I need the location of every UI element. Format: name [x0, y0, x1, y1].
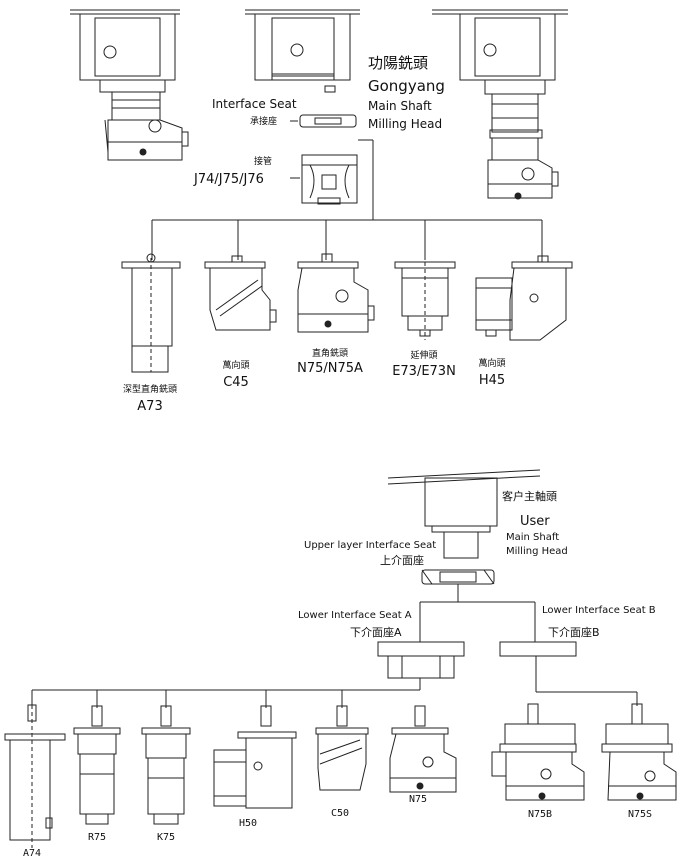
upper-seat-en-label: Upper layer Interface Seat [304, 540, 436, 551]
interface-seat-en-label: Interface Seat [212, 97, 297, 111]
adapter-icon [290, 154, 358, 205]
head-r75-label: R75 [88, 832, 106, 843]
head-n75-icon [389, 705, 457, 793]
lower-seat-b-en-label: Lower Interface Seat B [542, 605, 656, 616]
lower-seat-b-icon [499, 641, 577, 657]
gongyang-en-label: Gongyang [368, 77, 445, 95]
head-n75-n75a-cn-label: 直角銑頭 [312, 347, 348, 359]
user-milling-head-label: Milling Head [506, 546, 568, 557]
right-machine-head-icon [459, 13, 559, 200]
lower-seat-b-cn-label: 下介面座B [548, 625, 600, 639]
head-a74-label: A74 [23, 848, 41, 859]
head-c50-icon [315, 705, 369, 791]
head-n75b-label: N75B [528, 809, 552, 820]
user-en-label: User [520, 514, 550, 529]
head-n75b-icon [491, 703, 585, 801]
head-h45-model-label: H45 [479, 373, 505, 388]
user-main-shaft-icon [387, 469, 541, 559]
bottom-split-lines [419, 584, 536, 642]
head-n75s-label: N75S [628, 809, 652, 820]
lower-seat-a-icon [377, 641, 465, 679]
head-a73-model-label: A73 [137, 399, 162, 414]
gongyang-cn-label: 功陽銑頭 [368, 54, 428, 72]
head-h45-cn-label: 萬向頭 [478, 357, 505, 369]
head-n75-n75a-icon [297, 253, 375, 333]
head-h50-icon [213, 705, 297, 809]
head-h50-label: H50 [239, 818, 257, 829]
upper-seat-cn-label: 上介面座 [380, 553, 424, 567]
head-a73-cn-label: 深型直角銑頭 [123, 383, 177, 395]
upper-interface-seat-icon [421, 569, 495, 585]
adapter-models-label: J74/J75/J76 [193, 172, 264, 187]
head-e73-e73n-icon [394, 255, 456, 340]
gongyang-milling-head-label: Milling Head [368, 117, 442, 131]
top-rails [70, 9, 568, 15]
head-c45-cn-label: 萬向頭 [222, 359, 249, 371]
head-n75s-icon [601, 703, 677, 801]
lower-seat-a-en-label: Lower Interface Seat A [298, 610, 412, 621]
head-k75-label: K75 [157, 832, 175, 843]
center-machine-head-icon [254, 13, 351, 93]
top-connector-lines [151, 139, 543, 262]
bottom-connector-lines [31, 656, 638, 708]
head-h45-icon [475, 255, 573, 341]
adapter-cn-label: 接管 [254, 155, 272, 167]
head-e73-e73n-model-label: E73/E73N [392, 364, 456, 379]
head-c45-model-label: C45 [223, 375, 249, 390]
user-main-shaft-label: Main Shaft [506, 532, 559, 543]
head-a73-icon [121, 253, 181, 373]
gongyang-main-shaft-label: Main Shaft [368, 99, 432, 113]
head-c45-icon [204, 255, 277, 331]
head-n75-label: N75 [409, 794, 427, 805]
head-c50-label: C50 [331, 808, 349, 819]
lower-seat-a-cn-label: 下介面座A [350, 625, 402, 639]
left-machine-head-icon [79, 13, 189, 161]
head-k75-icon [141, 705, 191, 825]
user-cn-label: 客户主軸頭 [502, 489, 557, 503]
head-r75-icon [73, 705, 121, 825]
head-e73-e73n-cn-label: 延伸頭 [410, 349, 437, 361]
head-n75-n75a-model-label: N75/N75A [297, 361, 363, 376]
head-a74-icon [4, 704, 66, 848]
interface-seat-cn-label: 承接座 [250, 115, 277, 127]
interface-seat-icon [290, 114, 357, 128]
